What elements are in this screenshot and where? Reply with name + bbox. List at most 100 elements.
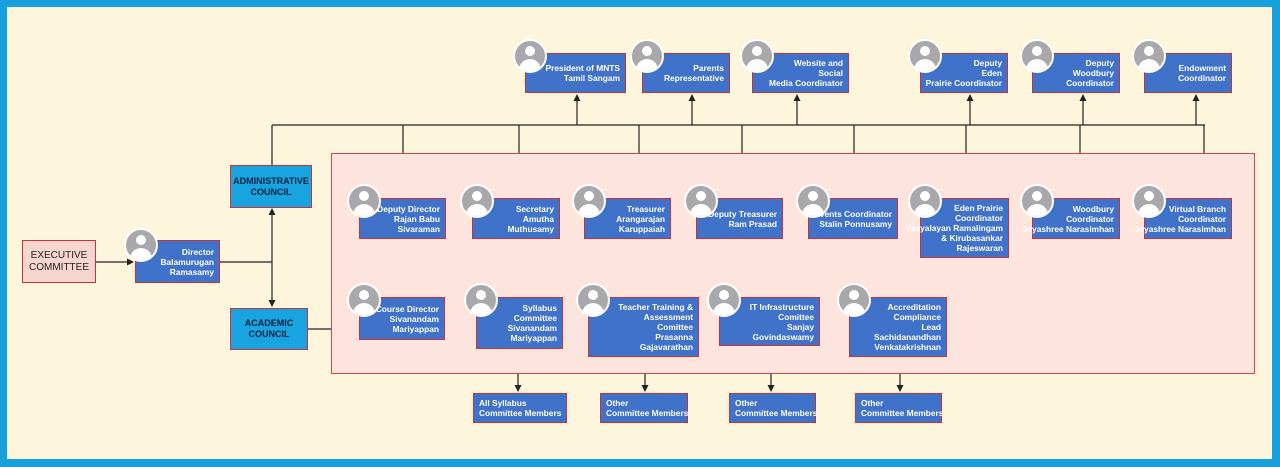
- person-avatar-icon: [908, 39, 942, 73]
- academic-role-box-line: Sivanandam: [389, 313, 439, 324]
- person-body-icon: [914, 204, 936, 216]
- admin-role-box-line: Karuppaiah: [618, 223, 665, 234]
- person-head-icon: [808, 191, 818, 201]
- top-role-box-line: Media Coordinator: [769, 78, 843, 88]
- person-avatar-icon: [837, 283, 871, 317]
- admin-role-box-line: Treasurer: [626, 203, 665, 214]
- person-body-icon: [470, 303, 492, 315]
- top-role-box-line: Social: [818, 68, 843, 78]
- admin-role-box-line: Coordinator: [1066, 213, 1114, 224]
- person-avatar-icon: [572, 184, 606, 218]
- person-head-icon: [1144, 191, 1154, 201]
- academic-role-box-line: Accreditation: [887, 302, 941, 312]
- admin-role-box-line: Deputy Treasurer: [708, 208, 777, 219]
- admin-role-box-line: Amutha: [522, 213, 554, 224]
- top-role-box-line: Coordinator: [1178, 73, 1226, 83]
- sub-role-box-line: Other: [735, 398, 758, 408]
- person-head-icon: [476, 290, 486, 300]
- academic-role-box-line: Compliance: [893, 312, 941, 322]
- person-body-icon: [802, 204, 824, 216]
- person-head-icon: [359, 290, 369, 300]
- person-avatar-icon: [513, 39, 547, 73]
- academic-role-box-line: Govindaswamy: [752, 331, 814, 342]
- sub-role-box-line: Other: [606, 398, 629, 408]
- academic-role-box-line: Prasanna: [655, 332, 693, 342]
- person-body-icon: [914, 59, 936, 71]
- admin-role-box-line: Arangarajan: [616, 213, 665, 224]
- person-avatar-icon: [1020, 39, 1054, 73]
- sub-role-box-line: All Syllabus: [479, 398, 527, 408]
- person-avatar-icon: [707, 283, 741, 317]
- academic-role-box-line: IT Infrastructure: [749, 301, 814, 312]
- person-avatar-icon: [347, 184, 381, 218]
- person-body-icon: [1026, 59, 1048, 71]
- admin-role-box-line: Joyashree Narasimhan: [1134, 223, 1226, 234]
- academic-role-box-line: Gajavarathan: [639, 342, 693, 352]
- admin-role-box-line: Muthusamy: [507, 223, 554, 234]
- director-avatar-icon: [124, 228, 158, 262]
- person-body-icon: [466, 204, 488, 216]
- person-head-icon: [584, 191, 594, 201]
- arrowhead: [641, 385, 649, 392]
- admin-role-box-line: Stalin Ponnusamy: [819, 218, 892, 229]
- person-avatar-icon: [796, 184, 830, 218]
- person-body-icon: [353, 204, 375, 216]
- director-box-line: Director: [181, 246, 214, 257]
- arrowhead: [514, 385, 522, 392]
- top-role-box-line: Parents: [693, 63, 724, 73]
- person-head-icon: [588, 290, 598, 300]
- director-box-line: Balamurugan: [160, 256, 214, 267]
- admin-role-box-line: Sivaraman: [397, 223, 440, 234]
- admin-role-box-line: Coordinator: [955, 213, 1003, 223]
- person-body-icon: [582, 303, 604, 315]
- person-avatar-icon: [684, 184, 718, 218]
- person-body-icon: [713, 303, 735, 315]
- academic-role-box-line: Venkatakrishnan: [874, 342, 941, 352]
- top-role-box-line: Eden: [981, 68, 1002, 78]
- person-body-icon: [1138, 59, 1160, 71]
- arrowhead: [268, 300, 276, 307]
- person-head-icon: [642, 46, 652, 56]
- sub-role-box-line: Other: [861, 398, 884, 408]
- person-head-icon: [1032, 46, 1042, 56]
- top-role-box-line: Tamil Sangam: [563, 73, 620, 83]
- top-role-box-line: Representative: [663, 73, 724, 83]
- academic-role-box-line: Sivanandam: [507, 323, 557, 333]
- admin-role-box-line: Vijayalayan Ramalingam: [905, 223, 1003, 233]
- person-avatar-icon: [576, 283, 610, 317]
- arrowhead: [767, 385, 775, 392]
- admin-role-box-line: Rajan Babu: [393, 213, 440, 224]
- person-avatar-icon: [1020, 184, 1054, 218]
- sub-role-box-line: Committee Members: [606, 408, 689, 418]
- person-avatar-icon: [1132, 184, 1166, 218]
- admin-role-box-line: Joyashree Narasimhan: [1022, 223, 1114, 234]
- arrowhead: [127, 258, 134, 266]
- person-body-icon: [353, 303, 375, 315]
- academic-role-box-line: Comittee: [778, 311, 814, 322]
- academic-role-box-line: Course Director: [375, 303, 439, 314]
- administrative-council-box-line: ADMINISTRATIVE: [233, 175, 309, 186]
- sub-role-box-line: Committee Members: [735, 408, 818, 418]
- admin-role-box-line: Rajeswaran: [956, 243, 1003, 253]
- arrowhead: [573, 94, 581, 101]
- person-body-icon: [636, 59, 658, 71]
- person-avatar-icon: [630, 39, 664, 73]
- administrative-council-box-line: COUNCIL: [250, 186, 292, 197]
- admin-role-box-line: Ram Prasad: [728, 218, 777, 229]
- person-body-icon: [843, 303, 865, 315]
- academic-role-box-line: Sanjay: [786, 321, 814, 332]
- academic-role-box-line: Sachidanandhan: [873, 332, 941, 342]
- person-head-icon: [1144, 46, 1154, 56]
- top-role-box-line: Woodbury: [1072, 68, 1114, 78]
